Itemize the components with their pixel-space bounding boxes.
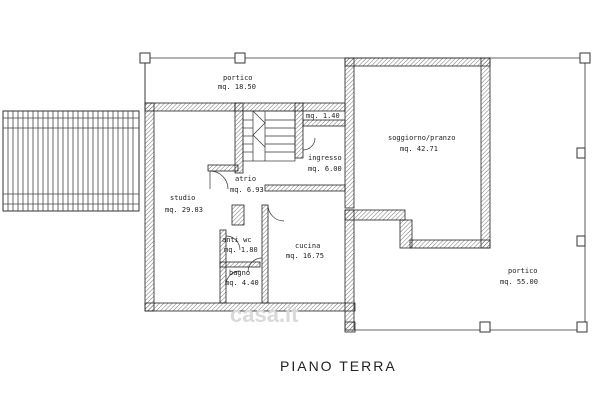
pergola [2, 110, 140, 212]
studio-name: studio [170, 194, 195, 202]
porch-outline [144, 57, 586, 331]
atrio-name: atrio [235, 175, 256, 183]
soggiorno-area: mq. 42.71 [400, 145, 438, 153]
plan-title: PIANO TERRA [280, 358, 397, 374]
bagno-name: bagno [229, 269, 250, 277]
ingresso-area: mq. 6.00 [308, 165, 342, 173]
ingresso-name: ingresso [308, 154, 342, 162]
studio-area: mq. 29.83 [165, 206, 203, 214]
portico-top-name: portico [223, 74, 253, 82]
portico-right-name: portico [508, 267, 538, 275]
room-labels: portico mq. 18.50 mq. 1.40 soggiorno/pra… [165, 74, 538, 287]
watermark: casa.it [230, 302, 299, 327]
bagno-area: mq. 4.40 [225, 279, 259, 287]
soggiorno-name: soggiorno/pranzo [388, 134, 455, 142]
portico-right-area: mq. 55.00 [500, 278, 538, 286]
walls [144, 57, 491, 333]
antiwc-name: anti wc [222, 236, 252, 244]
store-area: mq. 1.40 [306, 112, 340, 120]
doors [209, 137, 480, 286]
cucina-area: mq. 16.75 [286, 252, 324, 260]
atrio-area: mq. 6.93 [230, 186, 264, 194]
portico-top-area: mq. 18.50 [218, 83, 256, 91]
columns [139, 52, 591, 333]
staircase [242, 110, 296, 162]
antiwc-area: mq. 1.80 [224, 246, 258, 254]
cucina-name: cucina [295, 242, 320, 250]
